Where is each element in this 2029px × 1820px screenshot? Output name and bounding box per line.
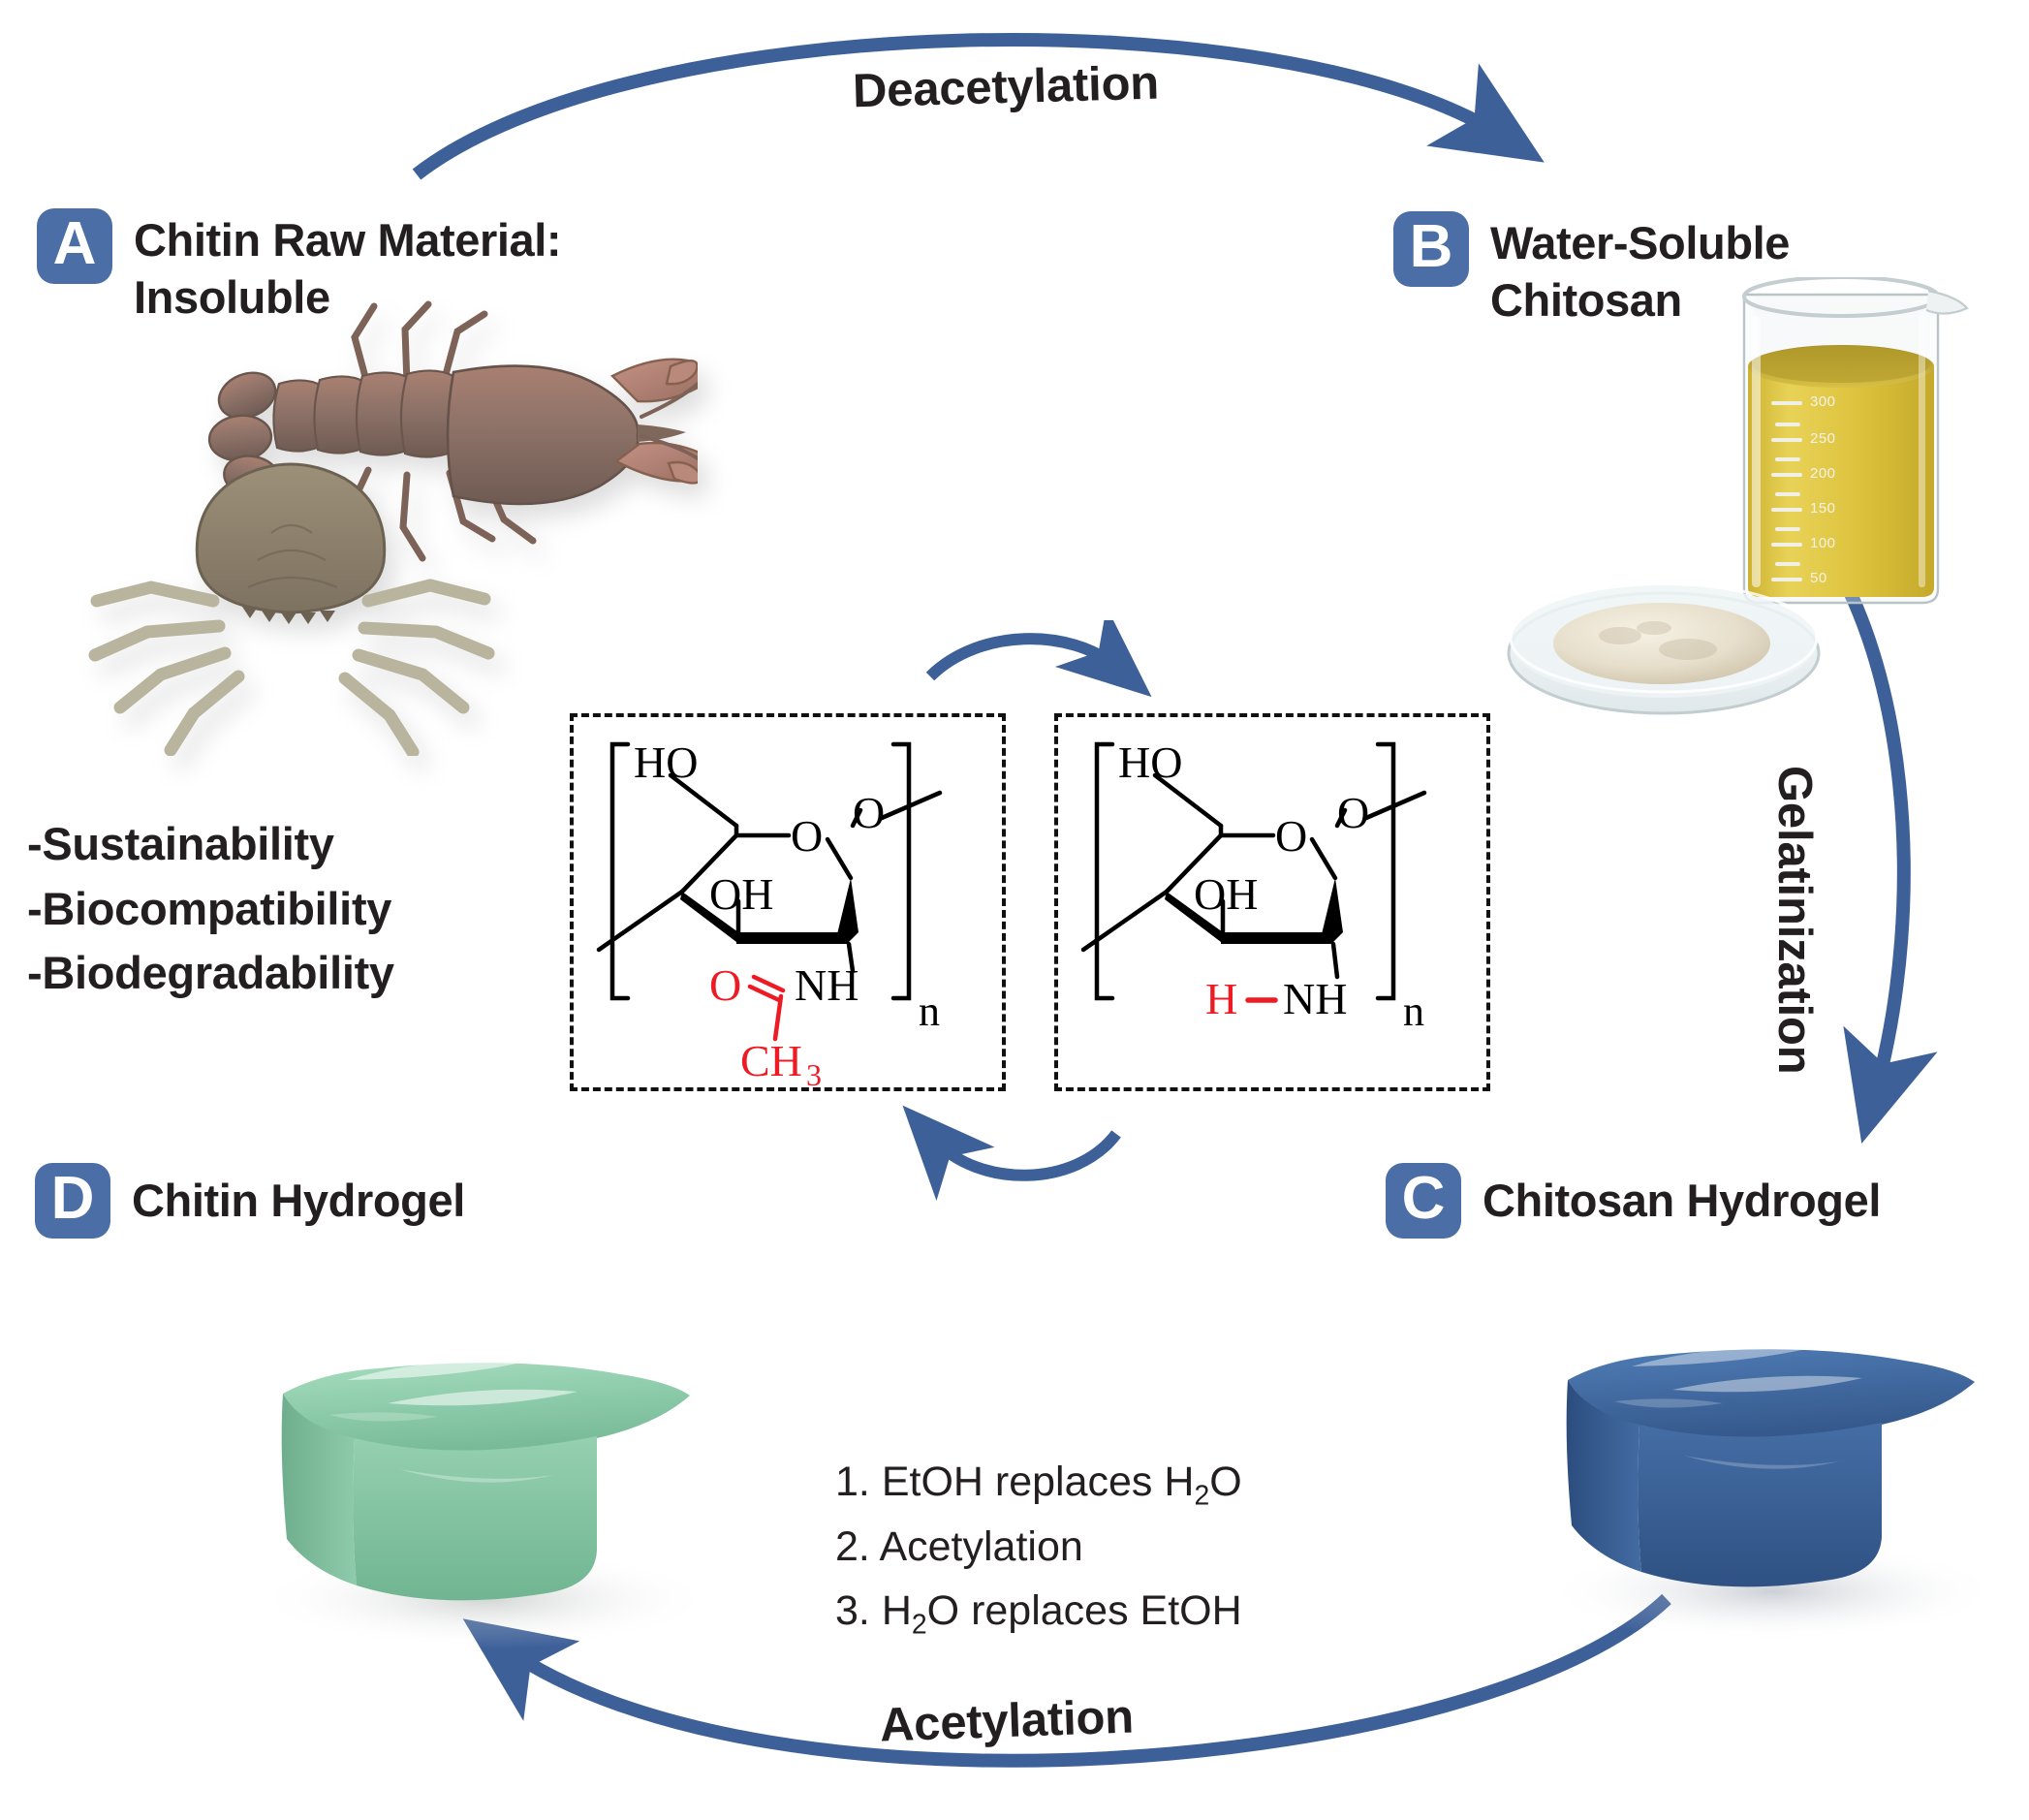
panel-a-title: Chitin Raw Material: Insoluble [134, 208, 562, 326]
arrow-deacetylation [412, 32, 1545, 180]
list-item: 1. EtOH replaces H2O [835, 1452, 1242, 1517]
step-text-sub: 2 [1194, 1480, 1210, 1512]
crab-illustration [88, 462, 495, 759]
structure-chitin: HO O O OH NH O CH 3 n [570, 713, 1006, 1091]
panel-b-header: B Water-Soluble Chitosan [1393, 211, 1790, 329]
beaker: 300 250 200 150 100 50 [1703, 275, 1984, 616]
step-number: 1. [835, 1459, 870, 1505]
step-text-post: O replaces EtOH [926, 1587, 1242, 1635]
panel-b-badge: B [1393, 211, 1469, 287]
label-repeat-n: n [1403, 988, 1424, 1035]
beaker-graduation-150: 150 [1810, 500, 1836, 517]
petri-dish [1504, 549, 1824, 733]
beaker-tick [1775, 527, 1800, 531]
beaker-graduation-50: 50 [1810, 570, 1827, 586]
beaker-tick [1775, 423, 1800, 426]
arrow-label-deacetylation: Deacetylation [852, 56, 1160, 118]
beaker-tick [1771, 543, 1802, 547]
panel-b-title: Water-Soluble Chitosan [1490, 211, 1790, 329]
list-item: 3. H2O replaces EtOH [835, 1581, 1242, 1646]
step-number: 3. [835, 1587, 870, 1635]
panel-a-title-line1: Chitin Raw Material: [134, 214, 562, 266]
beaker-graduation-250: 250 [1810, 430, 1836, 447]
beaker-tick [1775, 457, 1800, 461]
beaker-tick [1775, 562, 1800, 566]
beaker-tick [1771, 473, 1802, 477]
label-amine-h: H [1205, 974, 1237, 1023]
beaker-tick [1775, 492, 1800, 496]
label-methyl-sub: 3 [806, 1057, 822, 1087]
feature-item: -Sustainability [27, 818, 334, 869]
arrow-label-gelatinization: Gelatinization [1768, 766, 1821, 1075]
panel-c-header: C Chitosan Hydrogel [1386, 1163, 1881, 1239]
list-item: 2. Acetylation [835, 1517, 1242, 1582]
feature-item: -Biodegradability [27, 947, 394, 999]
label-methyl: CH [740, 1036, 802, 1085]
arrow-acetylation [462, 1593, 1671, 1768]
panel-a-badge: A [37, 208, 112, 284]
label-oh: OH [709, 869, 773, 919]
panel-d-badge: D [35, 1163, 110, 1239]
step-text-post: O [1209, 1459, 1242, 1505]
step-text-pre: EtOH replaces H [881, 1459, 1195, 1505]
arrow-structure-reverse [902, 1105, 1121, 1201]
panel-d-title: Chitin Hydrogel [132, 1175, 465, 1227]
label-glyco-o: O [1337, 788, 1369, 837]
beaker-tick [1771, 438, 1802, 442]
label-carbonyl-o: O [709, 960, 741, 1010]
beaker-tick [1771, 508, 1802, 512]
process-step-list: 1. EtOH replaces H2O 2. Acetylation 3. H… [835, 1452, 1242, 1646]
step-number: 2. [835, 1522, 870, 1570]
step-text-pre: H [881, 1587, 912, 1635]
label-repeat-n: n [919, 988, 940, 1035]
beaker-tick [1771, 578, 1802, 581]
panel-b-title-line2: Chitosan [1490, 274, 1682, 327]
arrow-label-acetylation: Acetylation [879, 1690, 1135, 1752]
step-text-sub: 2 [911, 1610, 927, 1642]
step-text-pre: Acetylation [879, 1522, 1083, 1570]
structure-chitosan: HO O O OH NH H n [1054, 713, 1490, 1091]
feature-list: -Sustainability -Biocompatibility -Biode… [27, 812, 394, 1006]
arrow-structure-forward [925, 620, 1152, 698]
label-nh: NH [795, 960, 858, 1010]
panel-a-image [78, 271, 712, 759]
chitin-hydrogel-block [225, 1279, 729, 1667]
label-ho: HO [634, 737, 698, 787]
label-ring-o: O [791, 811, 823, 861]
beaker-graduation-200: 200 [1810, 465, 1836, 482]
label-nh: NH [1283, 974, 1347, 1023]
label-glyco-o: O [853, 788, 885, 837]
panel-c-title: Chitosan Hydrogel [1483, 1175, 1882, 1227]
label-ho: HO [1118, 737, 1182, 787]
feature-item: -Biocompatibility [27, 882, 392, 934]
panel-a-title-line2: Insoluble [134, 271, 330, 324]
panel-d-header: D Chitin Hydrogel [35, 1163, 465, 1239]
panel-c-badge: C [1386, 1163, 1461, 1239]
panel-a-header: A Chitin Raw Material: Insoluble [37, 208, 562, 326]
panel-b-title-line1: Water-Soluble [1490, 217, 1791, 268]
beaker-graduation-300: 300 [1810, 393, 1836, 410]
beaker-tick [1771, 401, 1802, 405]
label-oh: OH [1194, 869, 1258, 919]
chitosan-hydrogel-block [1523, 1271, 2027, 1659]
label-ring-o: O [1275, 811, 1307, 861]
beaker-graduation-100: 100 [1810, 535, 1836, 551]
